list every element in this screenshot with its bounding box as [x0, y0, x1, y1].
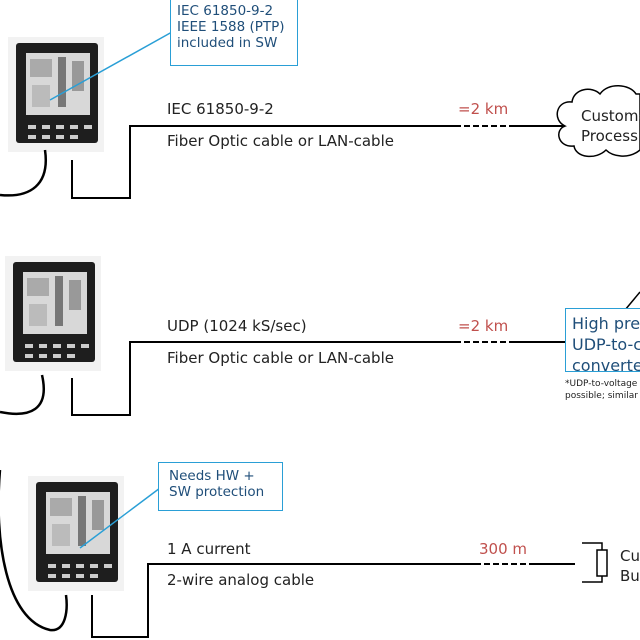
iec-callout: IEC 61850-9-2 IEEE 1588 (PTP) included i… [170, 0, 298, 66]
callout-line: High prec [572, 314, 640, 333]
footnote: *UDP-to-voltage possible; similar [565, 378, 638, 402]
cable-label: Fiber Optic cable or LAN-cable [167, 349, 394, 367]
resistor-symbol [596, 549, 608, 577]
callout-line: IEC 61850-9-2 [177, 3, 274, 19]
signal-label: 1 A current [167, 540, 251, 558]
distance-label: 300 m [479, 540, 528, 558]
callout-line: IEEE 1588 (PTP) [177, 19, 285, 35]
analog-cable [0, 470, 68, 632]
burden-line: Bu [620, 567, 640, 585]
distance-label: =2 km [458, 317, 509, 335]
cable-label: 2-wire analog cable [167, 571, 315, 589]
callout-pointer [79, 487, 161, 549]
footnote-line: possible; similar [565, 391, 638, 401]
distance-label: =2 km [458, 100, 509, 118]
cable-label: Fiber Optic cable or LAN-cable [167, 132, 394, 150]
customer-process-cloud [556, 85, 640, 158]
cloud-label: Custome Process [581, 106, 640, 146]
communication-line [71, 125, 565, 199]
callout-line: converter [572, 356, 640, 372]
analog-cable [0, 149, 48, 197]
burden-line: Cu [620, 547, 640, 565]
cloud-line: Process [581, 127, 638, 145]
measurement-device-image [5, 256, 101, 371]
analog-line [91, 563, 575, 638]
burden-label: Cu Bu [620, 546, 640, 586]
footnote-line: *UDP-to-voltage [565, 379, 638, 389]
callout-line: UDP-to-cu [572, 335, 640, 354]
communication-line [71, 341, 565, 416]
hw-protection-callout: Needs HW + SW protection [158, 462, 283, 511]
protocol-label: IEC 61850-9-2 [167, 100, 274, 118]
callout-pointer [49, 31, 173, 101]
converter-callout: High prec UDP-to-cu converter [565, 308, 640, 372]
callout-line: Needs HW + [169, 468, 255, 484]
cloud-line: Custome [581, 107, 640, 125]
measurement-device-image [8, 37, 104, 152]
analog-cable [0, 374, 45, 416]
converter-link [624, 291, 640, 311]
measurement-device-image [28, 476, 124, 591]
callout-line: included in SW [177, 35, 278, 51]
protocol-label: UDP (1024 kS/sec) [167, 317, 307, 335]
callout-line: SW protection [169, 484, 265, 500]
